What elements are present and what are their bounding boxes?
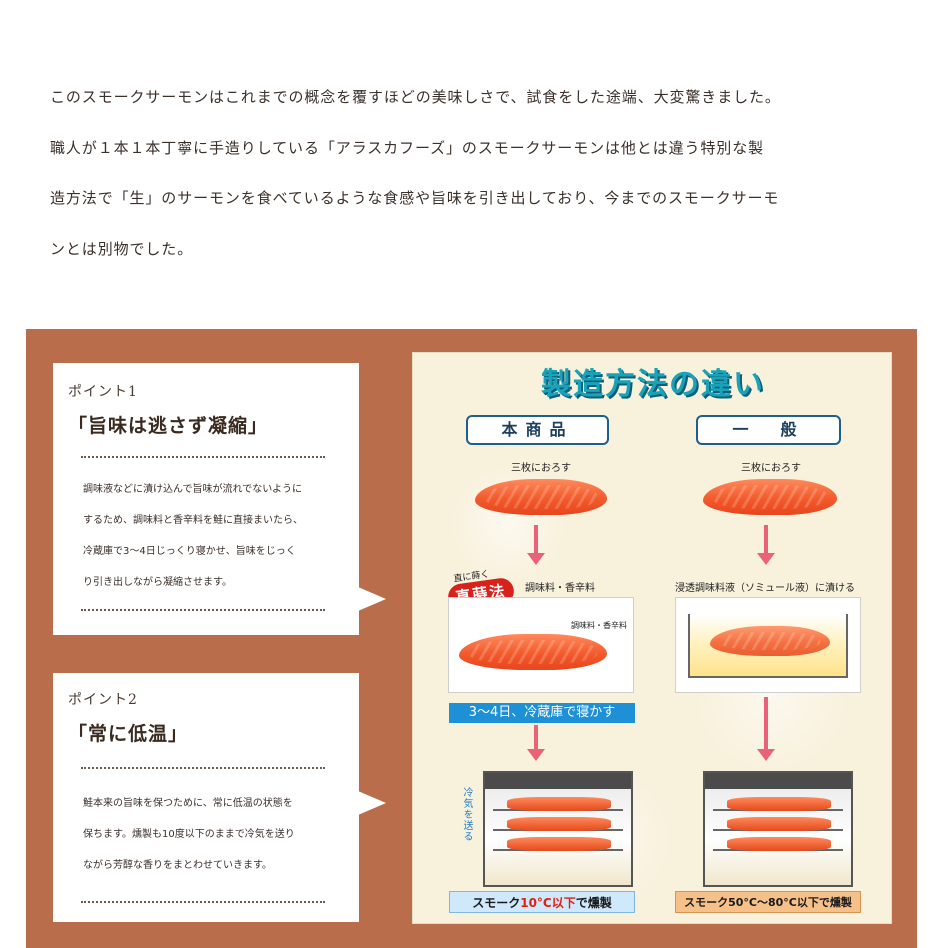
- intro-line: 造方法で「生」のサーモンを食べているような食感や旨味を引き出しており、今までのス…: [50, 189, 780, 207]
- salmon-tray: [507, 797, 611, 811]
- down-arrow-icon: [757, 697, 775, 761]
- point-card-2: ポイント2 「常に低温」 鮭本来の旨味を保つために、常に低温の状態を 保ちます。…: [53, 673, 386, 922]
- dotted-divider: [81, 901, 325, 903]
- point-body-line: するため、調味料と香辛料を鮭に直接まいたら、: [83, 515, 303, 526]
- salmon-tray: [727, 837, 831, 851]
- diagram-title: 製造方法の違い: [541, 367, 765, 402]
- step-fillet-left: 三枚におろす: [511, 463, 571, 474]
- speech-pointer: [358, 791, 386, 815]
- step-season-left: 調味料・香辛料: [525, 583, 595, 594]
- caption-pre: スモーク: [472, 896, 521, 910]
- header-this-product: 本商品: [466, 415, 609, 445]
- step-fillet-right: 三枚におろす: [741, 463, 801, 474]
- header-general: 一 般: [696, 415, 841, 445]
- intro-line: ンとは別物でした。: [50, 239, 194, 258]
- step-soak-right: 浸透調味料液（ソミュール液）に漬ける: [675, 583, 855, 594]
- point-heading: 「旨味は逃さず凝縮」: [68, 415, 269, 437]
- intro-line: 職人が１本１本丁寧に手造りしている「アラスカフーズ」のスモークサーモンは他とは違…: [50, 138, 765, 157]
- smoker-right: [703, 771, 853, 887]
- dotted-divider: [81, 456, 325, 458]
- refrigerate-bar: 3〜4日、冷蔵庫で寝かす: [449, 703, 635, 723]
- point-body-line: 保ちます。燻製も10度以下のままで冷気を送り: [83, 829, 295, 840]
- point-body-line: ながら芳醇な香りをまとわせていきます。: [83, 860, 272, 871]
- smoke-caption-left: スモーク10°C以下で燻製: [449, 891, 635, 913]
- intro-line: このスモークサーモンはこれまでの概念を覆すほどの美味しさで、試食をした途端、大変…: [50, 88, 781, 106]
- smoker-top: [705, 773, 851, 789]
- point-label: ポイント2: [68, 692, 138, 708]
- point-card-1: ポイント1 「旨味は逃さず凝縮」 調味液などに漬け込んで旨味が流れでないように …: [53, 363, 386, 635]
- point-body-line: 調味液などに漬け込んで旨味が流れでないように: [83, 484, 302, 495]
- down-arrow-icon: [757, 525, 775, 565]
- smoke-caption-right: スモーク50°C〜80°C以下で燻製: [675, 891, 861, 913]
- salmon-fillet-image: [710, 626, 830, 656]
- box-label: 調味料・香辛料: [571, 621, 627, 630]
- cold-air-label: 冷気を送る: [461, 787, 472, 842]
- smoker-top: [485, 773, 631, 789]
- salmon-tray: [507, 817, 611, 831]
- down-arrow-icon: [527, 525, 545, 565]
- speech-pointer: [358, 587, 386, 611]
- soak-tank-box: [675, 597, 861, 693]
- seasoning-box: 調味料・香辛料: [448, 597, 634, 693]
- point-body-line: り引き出しながら凝縮させます。: [83, 577, 232, 588]
- dotted-divider: [81, 767, 325, 769]
- point-body: 鮭本来の旨味を保つために、常に低温の状態を 保ちます。燻製も10度以下のままで冷…: [83, 788, 343, 881]
- point-body: 調味液などに漬け込んで旨味が流れでないように するため、調味料と香辛料を鮭に直接…: [83, 474, 343, 598]
- feature-panel: ポイント1 「旨味は逃さず凝縮」 調味液などに漬け込んで旨味が流れでないように …: [26, 329, 917, 948]
- caption-post: で燻製: [575, 896, 612, 910]
- salmon-tray: [727, 817, 831, 831]
- dotted-divider: [81, 609, 325, 611]
- point-body-line: 鮭本来の旨味を保つために、常に低温の状態を: [83, 798, 293, 809]
- salmon-fillet-image: [703, 479, 837, 515]
- down-arrow-icon: [527, 725, 545, 761]
- point-body-line: 冷蔵庫で3〜4日じっくり寝かせ、旨味をじっく: [83, 546, 296, 557]
- salmon-fillet-image: [459, 634, 607, 670]
- smoker-left: [483, 771, 633, 887]
- caption-temp: 10°C以下: [520, 896, 576, 910]
- salmon-tray: [727, 797, 831, 811]
- point-heading: 「常に低温」: [68, 723, 189, 745]
- process-diagram: 製造方法の違い 本商品 一 般 三枚におろす 三枚におろす 直に蒔く 直蒔法 調…: [412, 352, 892, 924]
- intro-text: このスモークサーモンはこれまでの概念を覆すほどの美味しさで、試食をした途端、大変…: [50, 72, 900, 274]
- salmon-tray: [507, 837, 611, 851]
- point-label: ポイント1: [68, 384, 138, 400]
- salmon-fillet-image: [475, 479, 607, 515]
